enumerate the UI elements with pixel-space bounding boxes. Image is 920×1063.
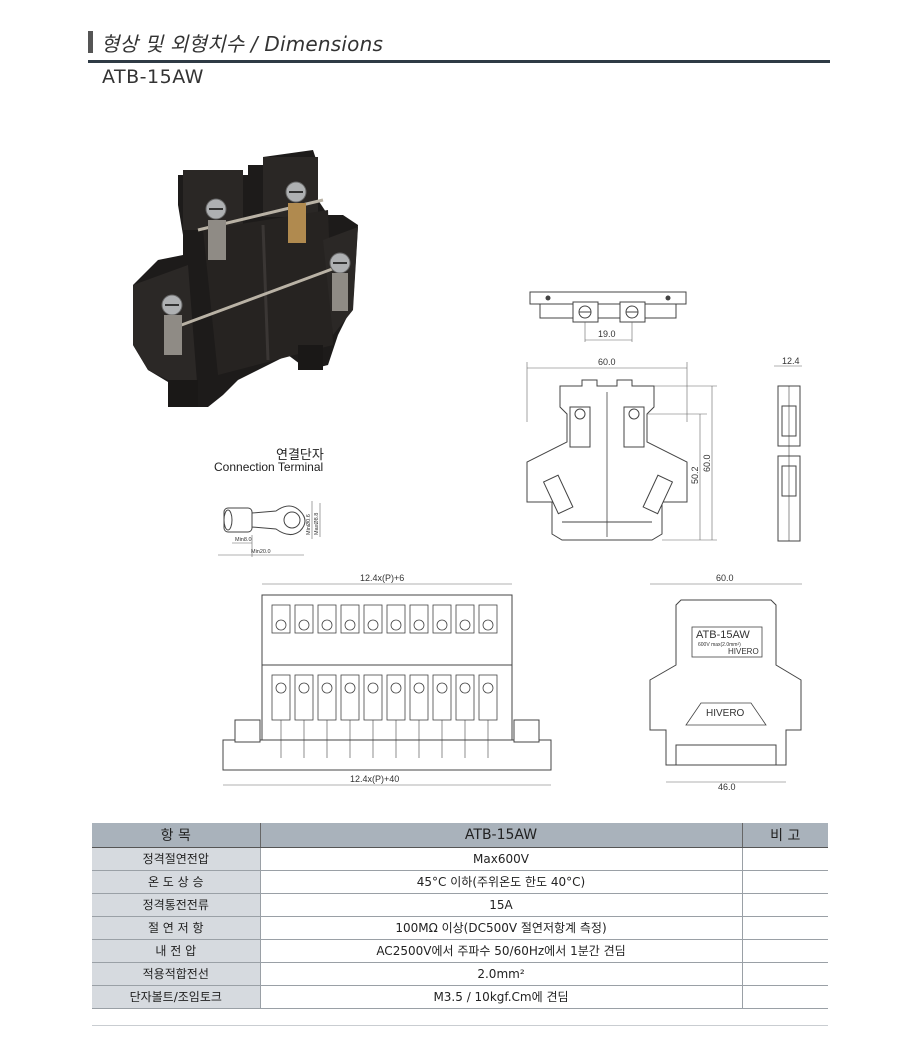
spec-label: 절 연 저 항 <box>92 916 260 940</box>
spec-value: Max600V <box>259 847 742 871</box>
assembly-lower-screw <box>390 682 402 694</box>
spec-remark <box>741 962 828 986</box>
assembly-upper-screw <box>413 619 425 631</box>
assembly-lower-screw <box>275 682 287 694</box>
front-view-h2: 60.0 <box>702 454 712 472</box>
assembly-lower-screw <box>321 682 333 694</box>
table-row: 온 도 상 승 45°C 이하(주위온도 한도 40°C) <box>92 870 828 894</box>
spec-label: 정격절연전압 <box>92 847 260 871</box>
side-view-drawing: 12.4 <box>774 356 802 542</box>
assembly-lower-cell <box>478 674 498 721</box>
assembly-lower-screw <box>482 682 494 694</box>
spec-header-remark: 비 고 <box>741 823 828 848</box>
table-row: 적용적합전선 2.0mm² <box>92 962 828 986</box>
table-row: 절 연 저 항 100MΩ 이상(DC500V 절연저항계 측정) <box>92 916 828 940</box>
assembly-lower-screw <box>367 682 379 694</box>
table-row: 내 전 압 AC2500V에서 주파수 50/60Hz에서 1분간 견딤 <box>92 939 828 963</box>
spec-value: 15A <box>259 893 742 917</box>
page-header: 형상 및 외형치수 / Dimensions <box>88 28 830 63</box>
spec-label: 적용적합전선 <box>92 962 260 986</box>
assembly-lower-screw <box>413 682 425 694</box>
front-view-drawing: 60.0 50.2 60.0 <box>526 357 717 541</box>
assembly-upper-screw <box>436 619 448 631</box>
assembly-lower-cell <box>294 674 314 721</box>
assembly-upper-screw <box>390 619 402 631</box>
connection-terminal-label-ko: 연결단자 <box>276 448 324 463</box>
spec-remark <box>741 893 828 917</box>
end-view-label-model: ATB-15AW <box>696 629 750 641</box>
spec-table: 항 목 ATB-15AW 비 고 정격절연전압 Max600V 온 도 상 승 … <box>92 823 828 1009</box>
spec-label: 내 전 압 <box>92 939 260 963</box>
assembly-upper-screw <box>367 619 379 631</box>
assembly-lower-cell <box>455 674 475 721</box>
front-view-h1: 50.2 <box>690 466 700 484</box>
assembly-upper-screw <box>298 619 310 631</box>
assembly-terminal-cells <box>271 604 498 758</box>
end-view-plate-brand: HIVERO <box>706 708 745 719</box>
product-photo <box>133 150 358 407</box>
title-underline <box>88 60 830 63</box>
assembly-lower-screw <box>459 682 471 694</box>
front-view-width-dim: 60.0 <box>598 357 616 367</box>
spec-remark <box>741 939 828 963</box>
assembly-upper-screw <box>482 619 494 631</box>
assembly-lower-cell <box>363 674 383 721</box>
spec-value: M3.5 / 10kgf.Cm에 견딤 <box>259 985 742 1009</box>
terminal-dim-min-dia: MinØ0.6 <box>306 514 312 535</box>
model-name: ATB-15AW <box>102 66 204 88</box>
assembly-lower-screw <box>298 682 310 694</box>
end-view-label-rating: 600V max(2.0mm²) <box>698 642 741 648</box>
end-view-drawing: 60.0 ATB-15AW 600V max(2.0mm²) HIVERO HI… <box>649 573 802 792</box>
page-title: 형상 및 외형치수 / Dimensions <box>101 31 384 56</box>
assembly-upper-screw <box>459 619 471 631</box>
assembly-lower-cell <box>432 674 452 721</box>
assembly-upper-screw <box>344 619 356 631</box>
assembly-lower-cell <box>386 674 406 721</box>
title-accent-bar <box>88 31 93 53</box>
bottom-divider <box>92 1025 828 1026</box>
side-view-depth-dim: 12.4 <box>782 356 800 366</box>
terminal-dim-min20: Min20.0 <box>251 549 271 555</box>
terminal-dim-min8: Min8.0 <box>235 537 252 543</box>
assembly-lower-cell <box>271 674 291 721</box>
spec-table-header-row: 항 목 ATB-15AW 비 고 <box>92 823 828 848</box>
spec-label: 온 도 상 승 <box>92 870 260 894</box>
terminal-dim-max-dia: MaxØ8.8 <box>314 513 320 535</box>
table-row: 정격절연전압 Max600V <box>92 847 828 871</box>
spec-value: 2.0mm² <box>259 962 742 986</box>
title-row: 형상 및 외형치수 / Dimensions <box>88 28 830 56</box>
end-view-width-dim: 60.0 <box>716 573 734 583</box>
end-view-bottom-dim: 46.0 <box>718 782 736 792</box>
end-view-label-brand: HIVERO <box>728 647 759 656</box>
assembly-lower-cell <box>317 674 337 721</box>
spec-value: 45°C 이하(주위온도 한도 40°C) <box>259 870 742 894</box>
assembly-lower-screw <box>344 682 356 694</box>
spec-value: AC2500V에서 주파수 50/60Hz에서 1분간 견딤 <box>259 939 742 963</box>
spec-remark <box>741 985 828 1009</box>
spec-value: 100MΩ 이상(DC500V 절연저항계 측정) <box>259 916 742 940</box>
assembly-lower-screw <box>436 682 448 694</box>
spec-remark <box>741 870 828 894</box>
table-row: 정격통전전류 15A <box>92 893 828 917</box>
assembly-top-dim: 12.4x(P)+6 <box>360 573 404 583</box>
spec-remark <box>741 916 828 940</box>
connection-terminal-drawing: Min8.0 Min20.0 MinØ0.6 MaxØ8.8 <box>218 501 321 557</box>
assembly-upper-screw <box>275 619 287 631</box>
table-row: 단자볼트/조임토크 M3.5 / 10kgf.Cm에 견딤 <box>92 985 828 1009</box>
top-view-drawing: 19.0 <box>529 291 687 342</box>
assembly-lower-cell <box>409 674 429 721</box>
assembly-upper-screw <box>321 619 333 631</box>
spec-header-item: 항 목 <box>92 823 260 848</box>
assembly-lower-cell <box>340 674 360 721</box>
assembly-bottom-dim: 12.4x(P)+40 <box>350 774 399 784</box>
spec-label: 정격통전전류 <box>92 893 260 917</box>
assembly-drawing: 12.4x(P)+6 12.4x(P)+40 <box>222 573 552 786</box>
connection-terminal-label-en: Connection Terminal <box>214 460 324 474</box>
spec-header-model: ATB-15AW <box>259 823 742 848</box>
spec-label: 단자볼트/조임토크 <box>92 985 260 1009</box>
spec-remark <box>741 847 828 871</box>
top-view-dim: 19.0 <box>598 329 616 339</box>
